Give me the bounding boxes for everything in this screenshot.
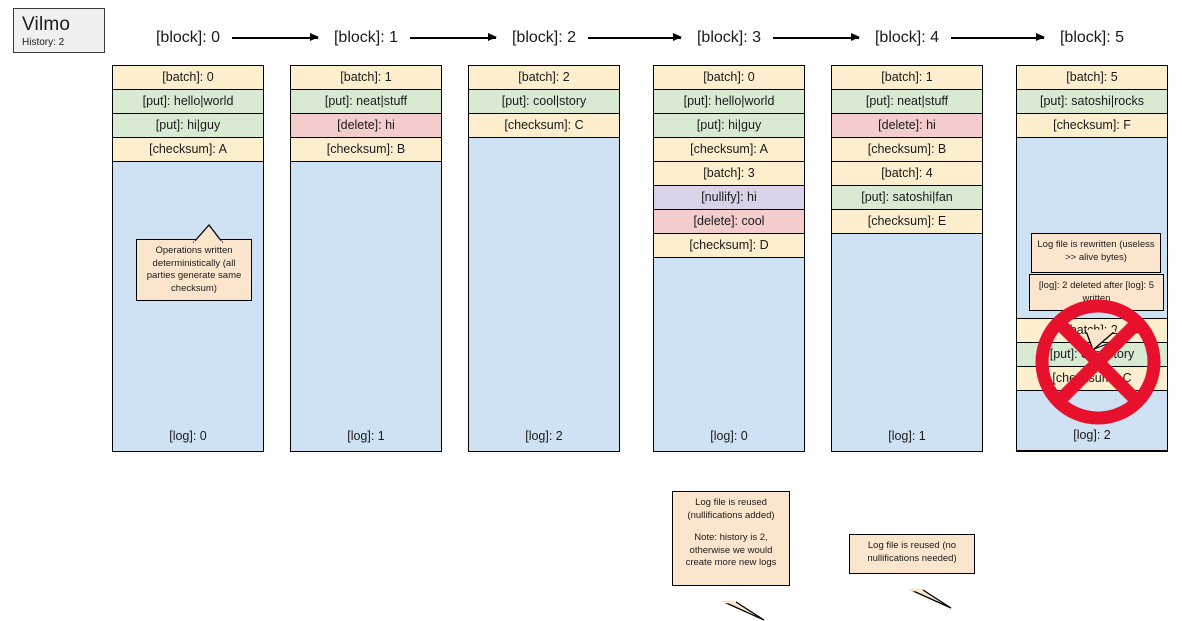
block-3-row-put-1: [put]: hello|world (654, 90, 804, 114)
block-1-log-area: [log]: 1 (291, 162, 441, 451)
block-3-row-put-2: [put]: hi|guy (654, 114, 804, 138)
block-0-row-put-2: [put]: hi|guy (113, 114, 263, 138)
block-column-2[interactable]: [batch]: 2[put]: cool|story[checksum]: C… (468, 65, 620, 452)
block-column-0[interactable]: [batch]: 0[put]: hello|world[put]: hi|gu… (112, 65, 264, 452)
legend-box: Vilmo History: 2 (13, 8, 105, 53)
arrow-block-1-to-2 (410, 33, 497, 42)
block-4-row-checksum-6: [checksum]: E (832, 210, 982, 234)
block-5-row-batch-0: [batch]: 5 (1017, 66, 1167, 90)
block-3-row-nullify-5: [nullify]: hi (654, 186, 804, 210)
block-header-row: [block]: 0 [block]: 1 [block]: 2 [block]: 3… (112, 24, 1169, 52)
block-3-row-batch-4: [batch]: 3 (654, 162, 804, 186)
block-3-log-area: [log]: 0 Log file is reused (nullificatio… (654, 258, 804, 621)
block-4-row-batch-0: [batch]: 1 (832, 66, 982, 90)
deleted-block-row-checksum-2: [checksum]: C (1017, 367, 1167, 391)
block-column-3[interactable]: [batch]: 0[put]: hello|world[put]: hi|gu… (653, 65, 805, 621)
block-2-row-checksum-2: [checksum]: C (469, 114, 619, 138)
block-4-log-label: [log]: 1 (888, 429, 926, 443)
block-3-row-checksum-7: [checksum]: D (654, 234, 804, 258)
block-header-0: [block]: 0 (155, 29, 221, 46)
block-1-log-label: [log]: 1 (347, 429, 385, 443)
callout-block-3-0: Log file is reused (nullifications added… (672, 491, 790, 621)
block-3-log-label: [log]: 0 (710, 429, 748, 443)
block-header-5: [block]: 5 (1059, 29, 1125, 46)
block-0-log-label: [log]: 0 (169, 429, 207, 443)
block-column-1[interactable]: [batch]: 1[put]: neat|stuff[delete]: hi[… (290, 65, 442, 452)
block-header-2: [block]: 2 (511, 29, 577, 46)
block-5-row-put-1: [put]: satoshi|rocks (1017, 90, 1167, 114)
block-0-row-checksum-3: [checksum]: A (113, 138, 263, 162)
block-3-row-checksum-3: [checksum]: A (654, 138, 804, 162)
callout-text: Log file is rewritten (useless >> alive … (1037, 239, 1155, 263)
block-column-4[interactable]: [batch]: 1[put]: neat|stuff[delete]: hi[… (831, 65, 983, 609)
block-3-row-delete-6: [delete]: cool (654, 210, 804, 234)
block-5-row-checksum-2: [checksum]: F (1017, 114, 1167, 138)
block-0-row-batch-0: [batch]: 0 (113, 66, 263, 90)
block-2-row-batch-0: [batch]: 2 (469, 66, 619, 90)
callout-block-0-0: Operations written deterministically (al… (136, 223, 252, 301)
arrow-block-3-to-4 (773, 33, 860, 42)
deleted-block-log-label: [log]: 2 (1073, 428, 1111, 442)
block-4-row-put-1: [put]: neat|stuff (832, 90, 982, 114)
arrow-block-2-to-3 (588, 33, 682, 42)
block-4-row-checksum-3: [checksum]: B (832, 138, 982, 162)
callout-text: [log]: 2 deleted after [log]: 5 written (1038, 280, 1155, 304)
callout-deleted-block: [log]: 2 deleted after [log]: 5 written (1029, 274, 1164, 352)
callout-text: Operations written deterministically (al… (146, 245, 242, 294)
block-2-log-area: [log]: 2 (469, 138, 619, 451)
block-4-log-area: [log]: 1 Log file is reused (no nullifica… (832, 234, 982, 609)
callout-block-5-0: Log file is rewritten (useless >> alive … (1031, 233, 1161, 308)
arrow-block-0-to-1 (232, 33, 319, 42)
callout-text: Log file is reused (nullifications added… (687, 497, 775, 521)
block-4-row-delete-2: [delete]: hi (832, 114, 982, 138)
block-1-row-delete-2: [delete]: hi (291, 114, 441, 138)
callout-text: Note: history is 2, otherwise we would c… (685, 532, 777, 568)
block-header-3: [block]: 3 (696, 29, 762, 46)
app-title: Vilmo (22, 14, 71, 35)
callout-block-4-0: Log file is reused (no nullifications ne… (849, 534, 975, 609)
block-3-row-batch-0: [batch]: 0 (654, 66, 804, 90)
block-2-log-label: [log]: 2 (525, 429, 563, 443)
block-0-log-area: [log]: 0 Operations written deterministic… (113, 162, 263, 451)
block-4-row-put-5: [put]: satoshi|fan (832, 186, 982, 210)
history-label: History: 2 (22, 37, 65, 48)
block-0-row-put-1: [put]: hello|world (113, 90, 263, 114)
arrow-block-4-to-5 (951, 33, 1045, 42)
callout-text: Log file is reused (no nullifications ne… (867, 540, 957, 564)
block-header-4: [block]: 4 (874, 29, 940, 46)
block-2-row-put-1: [put]: cool|story (469, 90, 619, 114)
block-4-row-batch-4: [batch]: 4 (832, 162, 982, 186)
block-1-row-batch-0: [batch]: 1 (291, 66, 441, 90)
block-1-row-checksum-3: [checksum]: B (291, 138, 441, 162)
block-1-row-put-1: [put]: neat|stuff (291, 90, 441, 114)
deleted-block-log-area: [log]: 2 (1017, 391, 1167, 450)
block-header-1: [block]: 1 (333, 29, 399, 46)
